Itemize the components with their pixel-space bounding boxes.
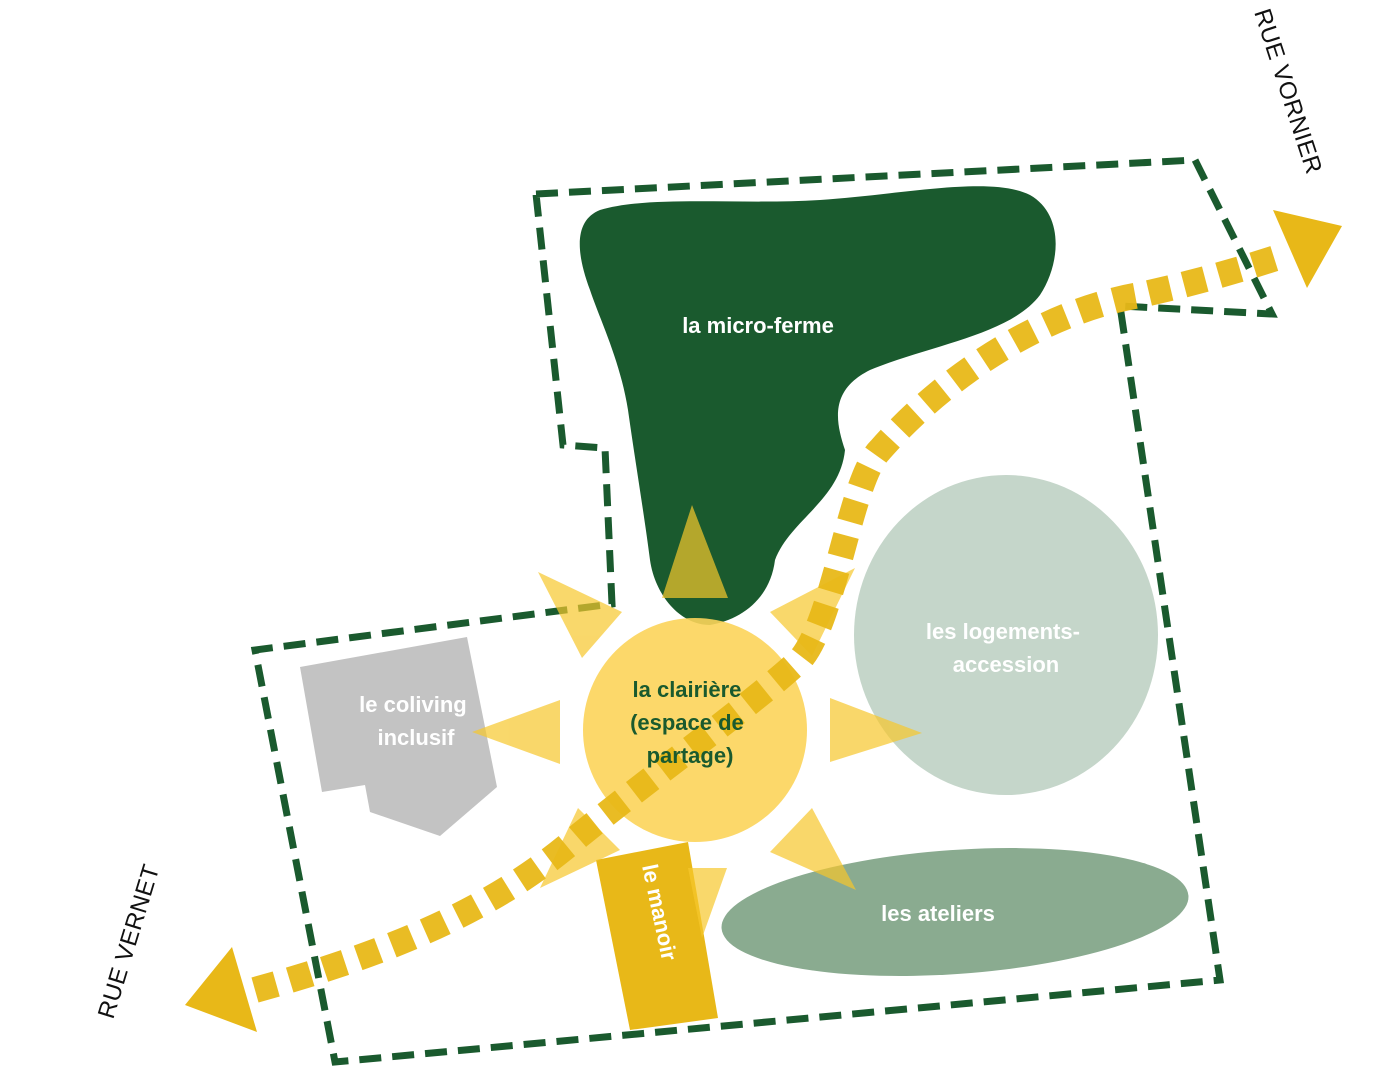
ateliers-label: les ateliers — [881, 901, 995, 926]
path-arrowhead-northeast — [1273, 210, 1342, 288]
coliving-label: le coliving inclusif — [359, 692, 473, 750]
ray-east — [830, 698, 922, 762]
micro-ferme-label: la micro-ferme — [682, 313, 834, 338]
ray-southeast — [770, 808, 856, 890]
ray-west — [472, 700, 560, 764]
ray-south — [688, 868, 727, 938]
path-arrowhead-southwest — [185, 947, 257, 1032]
manoir-zone — [596, 842, 718, 1030]
street-label-vernet: RUE VERNET — [93, 861, 166, 1022]
ray-north — [662, 505, 728, 598]
logements-zone — [854, 475, 1158, 795]
street-label-vornier: RUE VORNIER — [1248, 6, 1327, 178]
clairiere-label: la clairière (espace de partage) — [630, 677, 750, 768]
micro-ferme-zone — [579, 186, 1056, 626]
site-boundary-north — [250, 156, 1278, 1066]
coliving-zone — [300, 637, 497, 836]
logements-label: les logements- accession — [926, 619, 1086, 677]
ray-northwest — [538, 572, 622, 658]
